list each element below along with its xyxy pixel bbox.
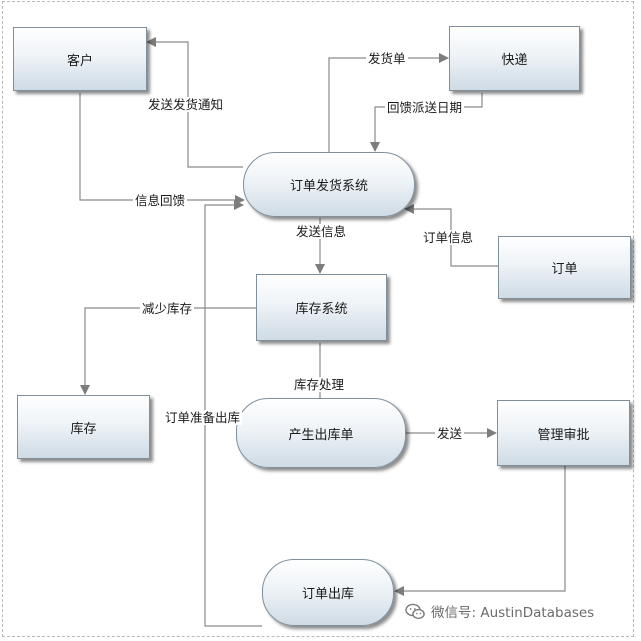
node-management-approval-label: 管理审批 — [537, 427, 590, 443]
edge-approval-to-outbound — [394, 465, 566, 596]
node-courier: 快递 — [449, 26, 580, 91]
label-inventory-processing: 库存处理 — [292, 377, 347, 392]
wechat-icon — [405, 603, 425, 619]
diagram-frame — [2, 1, 634, 637]
node-order-shipping-system-label: 订单发货系统 — [289, 179, 368, 194]
node-inventory-label: 库存 — [70, 421, 97, 437]
node-order-outbound-label: 订单出库 — [301, 587, 354, 602]
node-inventory-system-label: 库存系统 — [295, 302, 348, 317]
edge-feedback — [79, 93, 245, 205]
node-courier-label: 快递 — [501, 53, 528, 68]
label-reduce-inventory: 减少库存 — [140, 301, 195, 316]
label-feedback: 信息回馈 — [133, 193, 188, 208]
node-inventory: 库存 — [17, 395, 150, 459]
label-return-delivery-date: 回馈派送日期 — [385, 100, 465, 115]
label-delivery-note: 发货单 — [366, 51, 408, 66]
node-order-shipping-system: 订单发货系统 — [243, 152, 415, 217]
label-send-delivery-notice: 发送发货通知 — [146, 97, 226, 112]
watermark-text: 微信号: AustinDatabases — [431, 605, 595, 621]
node-management-approval: 管理审批 — [497, 400, 630, 466]
node-order-label: 订单 — [551, 262, 578, 277]
node-create-outbound-order: 产生出库单 — [236, 398, 406, 468]
node-create-outbound-order-label: 产生出库单 — [288, 427, 354, 443]
node-inventory-system: 库存系统 — [256, 274, 387, 341]
edge-delivery-note — [328, 53, 449, 152]
label-order-info: 订单信息 — [421, 230, 476, 245]
node-customer-label: 客户 — [66, 53, 93, 69]
node-order: 订单 — [498, 236, 631, 299]
node-customer: 客户 — [13, 27, 147, 91]
label-send-info: 发送信息 — [294, 224, 349, 239]
watermark: 微信号: AustinDatabases — [405, 600, 594, 622]
node-order-outbound: 订单出库 — [262, 559, 394, 626]
label-order-prepare-outbound: 订单准备出库 — [163, 410, 243, 425]
label-send: 发送 — [435, 426, 465, 441]
edge-reduce-inventory — [80, 307, 256, 395]
